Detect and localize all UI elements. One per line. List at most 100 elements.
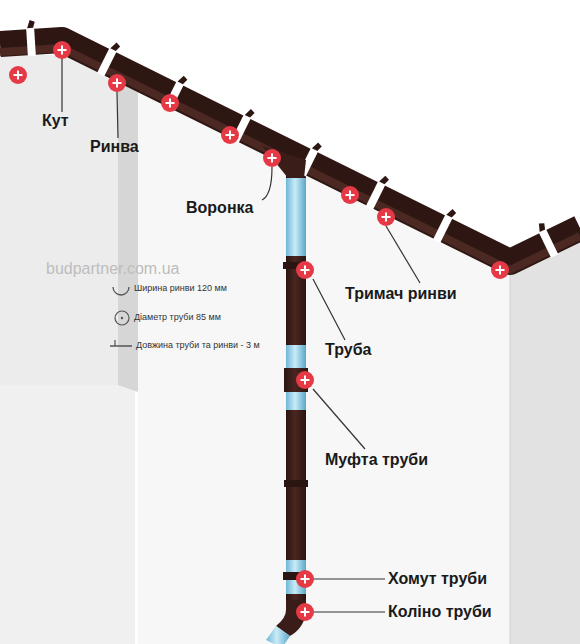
- marker-plus: [14, 71, 23, 80]
- marker-plus: [268, 154, 277, 163]
- plus-marker: [377, 208, 395, 226]
- marker-plus: [301, 575, 310, 584]
- marker-plus: [346, 191, 355, 200]
- gutter-bracket: [535, 221, 559, 257]
- plus-marker: [263, 149, 281, 167]
- plus-marker: [221, 126, 239, 144]
- marker-circle: [296, 570, 314, 588]
- dimension-note: Ширина ринви 120 мм: [134, 283, 227, 293]
- plus-marker: [296, 603, 314, 621]
- marker-circle: [296, 603, 314, 621]
- gutter-edge: [0, 48, 580, 270]
- callout-markers: [9, 41, 509, 621]
- left-ground: [0, 385, 135, 644]
- marker-plus: [496, 266, 505, 275]
- gutter-width-icon: [113, 287, 129, 295]
- gutter-bracket: [97, 41, 121, 77]
- plus-marker: [491, 261, 509, 279]
- marker-circle: [263, 149, 281, 167]
- marker-circle: [108, 74, 126, 92]
- marker-plus: [226, 131, 235, 140]
- leader-line: [386, 226, 420, 283]
- bracket-hook: [245, 108, 256, 119]
- dimension-note: Довжина труби та ринви - 3 м: [136, 340, 260, 350]
- bracket-band: [97, 48, 117, 77]
- leader-line: [61, 58, 62, 112]
- bracket-band: [26, 28, 36, 56]
- plus-marker: [296, 570, 314, 588]
- wall-edge: [510, 270, 511, 644]
- marker-circle: [377, 208, 395, 226]
- marker-plus: [301, 608, 310, 617]
- part-label: Муфта труби: [325, 451, 428, 469]
- length-icon-tick: [114, 340, 115, 346]
- gutter-brackets: [26, 20, 560, 258]
- length-icon: [110, 345, 132, 347]
- bracket-hook: [446, 208, 457, 219]
- marker-plus: [301, 266, 310, 275]
- marker-circle: [161, 94, 179, 112]
- marker-circle: [341, 186, 359, 204]
- gutter-funnel: [262, 146, 306, 178]
- marker-plus: [382, 213, 391, 222]
- plus-marker: [341, 186, 359, 204]
- bracket-hook: [312, 141, 323, 152]
- left-wall: [0, 55, 122, 385]
- watermark: budpartner.com.ua: [46, 260, 179, 278]
- bracket-band: [433, 214, 453, 243]
- marker-circle: [491, 261, 509, 279]
- pipe-diameter-icon-dot: [121, 317, 123, 319]
- gutter-bracket: [26, 20, 37, 57]
- part-label: Тримач ринви: [345, 285, 457, 303]
- pipe-joint: [284, 480, 308, 487]
- plus-marker: [53, 41, 71, 59]
- part-label: Коліно труби: [388, 603, 492, 621]
- leader-lines: [62, 58, 420, 612]
- elbow-outlet: [266, 626, 290, 644]
- marker-circle: [9, 66, 27, 84]
- pipe-diameter-icon: [115, 311, 129, 325]
- leader-line: [313, 389, 365, 449]
- bracket-band: [366, 181, 386, 210]
- leader-line: [313, 279, 345, 340]
- gutter-bracket: [433, 207, 457, 243]
- marker-plus: [58, 46, 67, 55]
- marker-plus: [301, 376, 310, 385]
- marker-circle: [53, 41, 71, 59]
- plus-marker: [9, 66, 27, 84]
- gutter-bracket: [366, 174, 390, 210]
- marker-circle: [296, 261, 314, 279]
- marker-plus: [113, 79, 122, 88]
- bracket-hook: [178, 74, 189, 85]
- marker-plus: [166, 99, 175, 108]
- plus-marker: [108, 74, 126, 92]
- part-label: Воронка: [186, 199, 253, 217]
- plus-marker: [296, 371, 314, 389]
- marker-circle: [296, 371, 314, 389]
- dimension-note: Діаметр труби 85 мм: [134, 312, 221, 322]
- side-wall: [510, 236, 580, 644]
- bracket-hook: [379, 174, 390, 185]
- leader-line: [314, 611, 385, 612]
- bracket-band: [539, 229, 558, 258]
- wall-corner-shadow: [118, 58, 138, 392]
- leader-line: [262, 167, 272, 200]
- gutter: [0, 40, 580, 262]
- pipe-blue-segment: [286, 178, 306, 256]
- bracket-hook: [536, 221, 547, 232]
- part-label: Труба: [325, 341, 371, 359]
- leader-line: [117, 92, 118, 138]
- plus-marker: [296, 261, 314, 279]
- part-label: Ринва: [90, 138, 139, 156]
- bracket-hook: [110, 41, 121, 52]
- part-label: Хомут труби: [388, 570, 487, 588]
- part-label: Кут: [42, 112, 69, 130]
- leader-line: [314, 578, 385, 579]
- marker-circle: [221, 126, 239, 144]
- bracket-hook: [27, 20, 35, 28]
- plus-marker: [161, 94, 179, 112]
